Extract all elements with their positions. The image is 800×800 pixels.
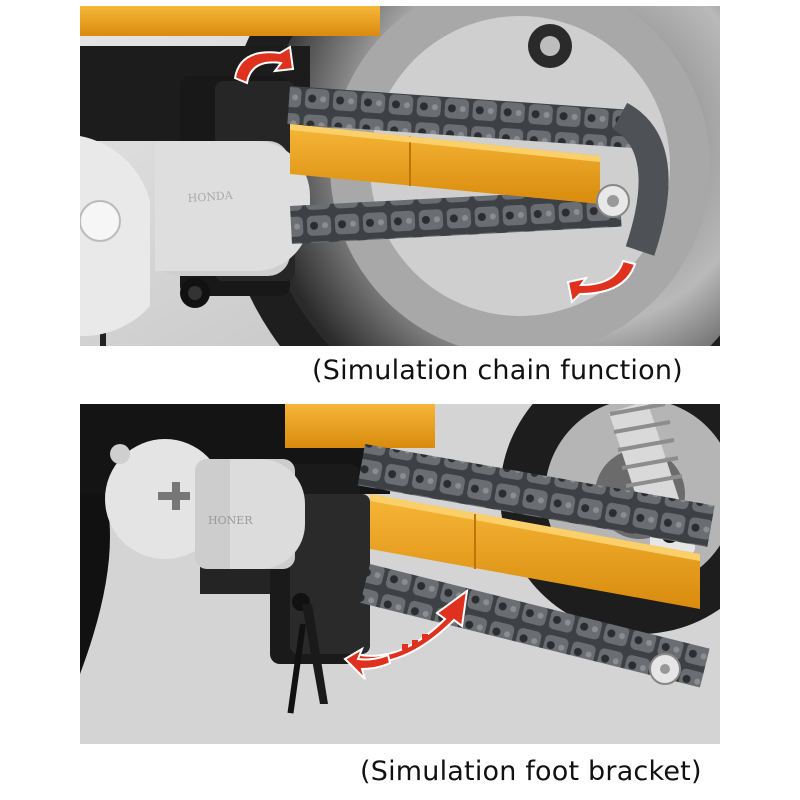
drive-chain bbox=[357, 444, 715, 688]
caption-chain-function: (Simulation chain function) bbox=[312, 355, 683, 386]
curved-arrow-icon bbox=[566, 259, 637, 305]
axle-bolt bbox=[649, 653, 681, 685]
photo-chain-function: HONDA bbox=[80, 6, 720, 346]
cover-badge: HONDA bbox=[187, 189, 234, 205]
white-disc bbox=[80, 136, 150, 337]
swing-arrow-icon bbox=[343, 588, 469, 680]
sprocket-cover: HONER bbox=[195, 459, 305, 569]
bracket-scene: HONER bbox=[80, 404, 720, 744]
foot-bracket bbox=[287, 593, 328, 714]
orange-swingarm bbox=[290, 124, 600, 204]
drive-chain bbox=[287, 85, 669, 256]
curved-arrow-icon bbox=[233, 45, 295, 85]
orange-body bbox=[80, 6, 380, 36]
axle-bolt bbox=[596, 184, 630, 218]
orange-swingarm bbox=[370, 494, 700, 609]
cover-badge: HONER bbox=[208, 514, 253, 527]
orange-body bbox=[285, 404, 435, 448]
sprocket-cover: HONDA bbox=[155, 141, 310, 276]
photo-foot-bracket: HONER bbox=[80, 404, 720, 744]
chain-scene: HONDA bbox=[80, 6, 720, 346]
caption-foot-bracket: (Simulation foot bracket) bbox=[360, 756, 702, 787]
